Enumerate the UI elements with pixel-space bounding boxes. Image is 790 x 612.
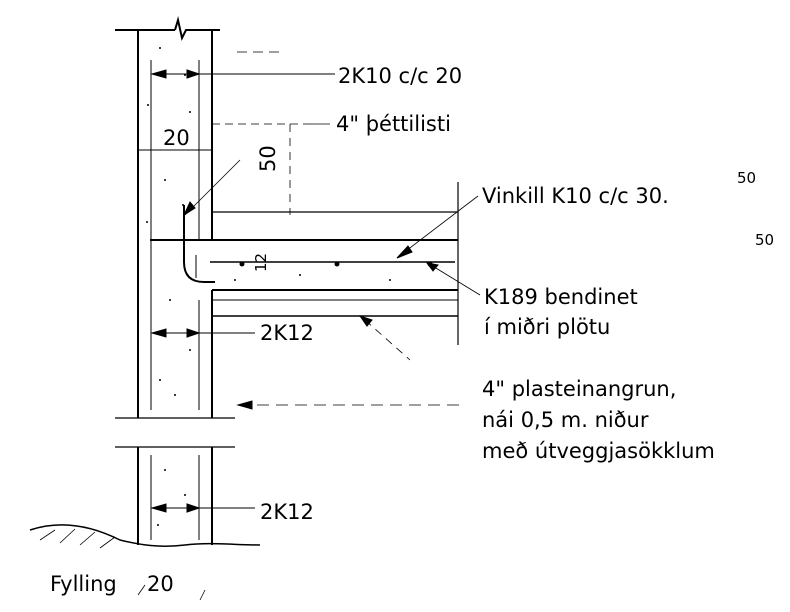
rebar-mid-label: 2K12 bbox=[260, 321, 314, 345]
slab-thickness-12: 12 bbox=[252, 253, 270, 272]
concrete-wall-lower bbox=[137, 447, 213, 545]
bottom-dimension-20: 20 bbox=[147, 572, 174, 596]
dimension-50-vertical: 50 bbox=[256, 145, 280, 172]
insulation-label-line3: með útveggjasökklum bbox=[482, 439, 715, 463]
floor-slab bbox=[150, 182, 459, 345]
leaders bbox=[137, 51, 481, 601]
insulation-label-line2: nái 0,5 m. niður bbox=[482, 408, 649, 432]
insulation-label-line1: 4" plasteinangrun, bbox=[482, 377, 676, 401]
mesh-label-line1: K189 bendinet bbox=[484, 285, 638, 309]
dimension-50-right-b: 50 bbox=[755, 231, 774, 249]
rebar-bottom-label: 2K12 bbox=[260, 500, 314, 524]
ground-line bbox=[29, 524, 261, 549]
rebar-top-label: 2K10 c/c 20 bbox=[338, 64, 462, 88]
fill-label: Fylling bbox=[50, 572, 117, 596]
mesh-label-line2: í miðri plötu bbox=[484, 315, 610, 339]
sealing-strip-label: 4" þéttilisti bbox=[336, 112, 451, 136]
angle-rebar-label: Vinkill K10 c/c 30. bbox=[482, 184, 669, 208]
wall-break bbox=[115, 417, 235, 448]
concrete-wall-upper bbox=[115, 16, 220, 418]
wall-dimension-20: 20 bbox=[163, 126, 190, 150]
dimension-50-right-a: 50 bbox=[737, 169, 756, 187]
